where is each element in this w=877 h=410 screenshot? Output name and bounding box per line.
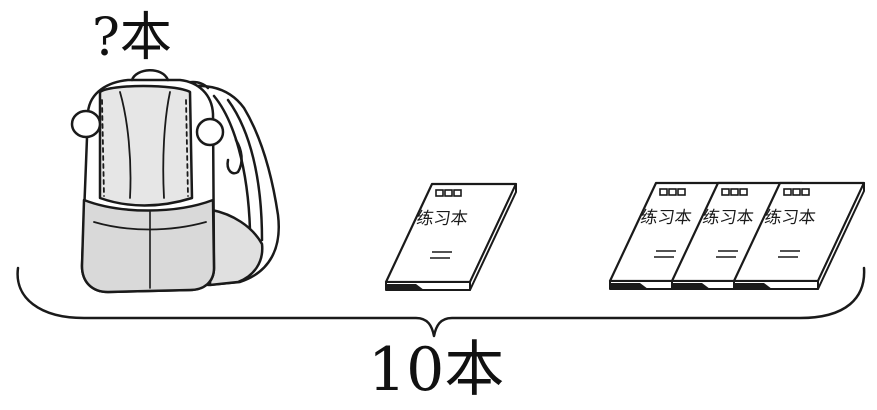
notebook-cover-title: 练习本 — [415, 209, 469, 229]
notebook-stack-3: 练习本 — [732, 181, 866, 290]
notebook-cover-title: 练习本 — [639, 208, 693, 228]
backpack-icon — [70, 69, 280, 294]
total-count-label: 10本 — [368, 335, 505, 405]
notebooks: 练习本练习本练习本练习本 — [384, 181, 866, 291]
total-brace — [16, 266, 866, 338]
notebook-cover-title: 练习本 — [701, 208, 755, 228]
notebook-cover-title: 练习本 — [763, 208, 817, 228]
notebook-single: 练习本 — [384, 182, 518, 291]
unknown-count-label: ?本 — [92, 8, 172, 68]
